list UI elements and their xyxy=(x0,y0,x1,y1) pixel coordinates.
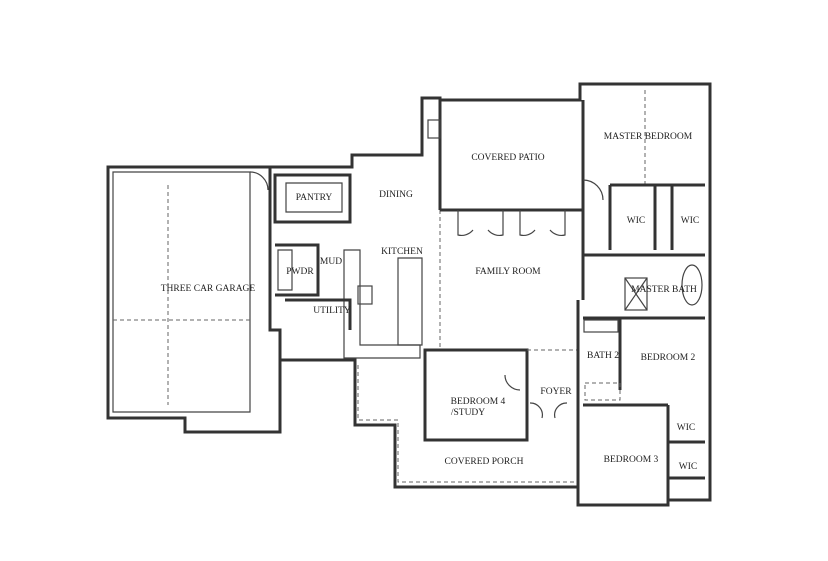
room-label-kitchen: KITCHEN xyxy=(381,247,423,257)
room-label-wic-3: WIC xyxy=(677,423,695,433)
room-label-pantry: PANTRY xyxy=(296,193,333,203)
room-label-garage: THREE CAR GARAGE xyxy=(161,284,256,294)
room-label-bedroom-2: BEDROOM 2 xyxy=(641,353,696,363)
room-label-family-room: FAMILY ROOM xyxy=(475,267,541,277)
room-label-wic-2: WIC xyxy=(681,216,699,226)
room-label-master-bedroom: MASTER BEDROOM xyxy=(604,132,693,142)
room-label-study: /STUDY xyxy=(451,408,485,418)
room-label-bath-2: BATH 2 xyxy=(587,351,619,361)
room-label-utility: UTILITY xyxy=(313,306,351,316)
room-label-powder: PWDR xyxy=(286,267,314,277)
room-label-wic-4: WIC xyxy=(679,462,697,472)
garage xyxy=(106,165,282,434)
room-label-master-bath: MASTER BATH xyxy=(631,285,697,295)
room-label-bedroom-3: BEDROOM 3 xyxy=(604,455,659,465)
room-labels: THREE CAR GARAGE PANTRY DINING KITCHEN M… xyxy=(161,132,699,472)
room-label-covered-porch: COVERED PORCH xyxy=(445,457,524,467)
room-label-dining: DINING xyxy=(379,190,413,200)
room-label-foyer: FOYER xyxy=(540,387,572,397)
room-label-wic-1: WIC xyxy=(627,216,645,226)
room-label-mud: MUD xyxy=(320,257,342,267)
room-label-covered-patio: COVERED PATIO xyxy=(471,153,544,163)
house-walls xyxy=(270,82,712,507)
room-label-bedroom-4: BEDROOM 4 xyxy=(451,397,506,407)
